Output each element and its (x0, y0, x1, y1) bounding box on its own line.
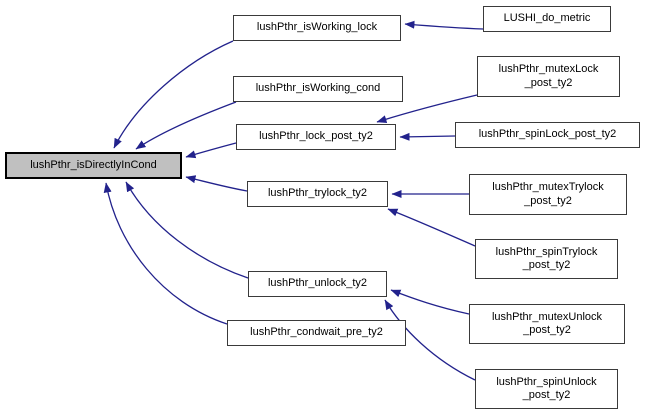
edge-isWorking_lock-to-isDirectlyInCond (113, 40, 234, 149)
node-LUSHI_do_metric[interactable]: LUSHI_do_metric (483, 6, 611, 32)
edge-mutexUnlock_post_ty2-to-unlock_ty2 (390, 289, 470, 315)
edge-lock_post_ty2-to-isDirectlyInCond (185, 142, 237, 159)
node-lushPthr_isWorking_cond[interactable]: lushPthr_isWorking_cond (233, 76, 403, 102)
edge-spinTrylock_post_ty2-to-trylock_ty2 (387, 208, 476, 247)
node-lushPthr_isDirectlyInCond[interactable]: lushPthr_isDirectlyInCond (5, 152, 182, 179)
edge-condwait_pre_ty2-to-isDirectlyInCond (103, 182, 228, 325)
node-lushPthr_spinLock_post_ty2[interactable]: lushPthr_spinLock_post_ty2 (455, 122, 640, 148)
node-lushPthr_mutexTrylock_post_ty2[interactable]: lushPthr_mutexTrylock _post_ty2 (469, 174, 627, 215)
node-lushPthr_mutexUnlock_post_ty2[interactable]: lushPthr_mutexUnlock _post_ty2 (469, 304, 625, 344)
node-lushPthr_spinTrylock_post_ty2[interactable]: lushPthr_spinTrylock _post_ty2 (475, 239, 618, 279)
node-lushPthr_isWorking_lock[interactable]: lushPthr_isWorking_lock (233, 15, 401, 41)
node-lushPthr_spinUnlock_post_ty2[interactable]: lushPthr_spinUnlock _post_ty2 (475, 369, 618, 409)
node-lushPthr_trylock_ty2[interactable]: lushPthr_trylock_ty2 (247, 181, 388, 207)
edge-spinLock_post_ty2-to-lock_post_ty2 (399, 132, 456, 141)
edge-unlock_ty2-to-isDirectlyInCond (125, 181, 249, 279)
node-lushPthr_unlock_ty2[interactable]: lushPthr_unlock_ty2 (248, 271, 387, 297)
node-lushPthr_mutexLock_post_ty2[interactable]: lushPthr_mutexLock _post_ty2 (477, 56, 620, 97)
edge-LUSHI_do_metric-to-isWorking_lock (404, 20, 484, 30)
edge-trylock_ty2-to-isDirectlyInCond (185, 175, 248, 192)
node-lushPthr_lock_post_ty2[interactable]: lushPthr_lock_post_ty2 (236, 124, 396, 150)
node-lushPthr_condwait_pre_ty2[interactable]: lushPthr_condwait_pre_ty2 (227, 320, 406, 346)
edge-isWorking_cond-to-isDirectlyInCond (135, 101, 237, 150)
